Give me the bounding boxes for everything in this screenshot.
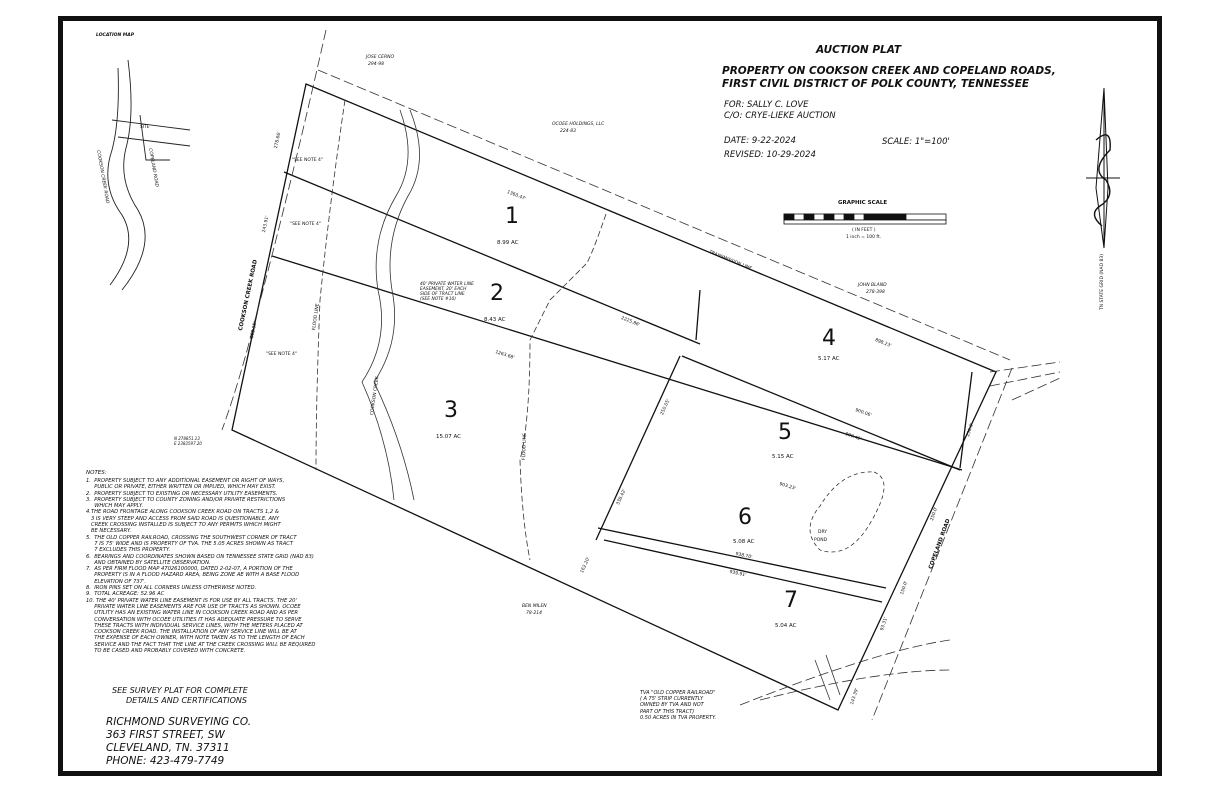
dry-pond (809, 471, 885, 553)
corner-coordinates: N 278851.13 E 2383597.20 (174, 436, 202, 446)
note-line: THE EXPENSE OF EACH OWNER, WITH NOTE TAK… (86, 635, 305, 642)
tract-number: 3 (444, 398, 458, 423)
tract-acres: 8.99 AC (497, 240, 519, 246)
flood-line-west (315, 99, 346, 471)
property-boundary (231, 83, 997, 711)
note-line: PRIVATE WATER LINE EASEMENTS ARE FOR USE… (86, 603, 301, 610)
note-line: ELEVATION OF 737'. (86, 578, 147, 585)
note-line: 6. BEARINGS AND COORDINATES SHOWN BASED … (86, 553, 314, 560)
note-line: 7. AS PER FIRM FLOOD MAP 47026100000, DA… (86, 566, 293, 573)
neighbor-ocoee-ref: 224-83 (560, 129, 576, 134)
neighbor-jose-cerno-ref: 294-98 (368, 62, 384, 67)
tract-acres: 5.15 AC (772, 454, 794, 460)
tract-number: 6 (738, 505, 752, 530)
note-line: CREEK CROSSING INSTALLED IS SUBJECT TO A… (86, 522, 281, 529)
tract-acres: 5.08 AC (733, 539, 755, 545)
note-line: THESE TRACTS WITH INDIVIDUAL SERVICE LIN… (86, 622, 303, 629)
neighbor-john-bland-ref: 278-398 (866, 290, 885, 295)
note-line: 2. PROPERTY SUBJECT TO EXISTING OR NECES… (86, 490, 278, 497)
plat-title: AUCTION PLAT (816, 44, 901, 56)
tract-acres: 5.17 AC (818, 356, 840, 362)
note-line: 1. PROPERTY SUBJECT TO ANY ADDITIONAL EA… (86, 478, 285, 484)
tract-number: 1 (505, 204, 519, 229)
surveyor-phone: PHONE: 423-479-7749 (106, 755, 225, 767)
graphic-scale-unit: ( IN FEET ) (852, 228, 876, 233)
north-arrow (1086, 87, 1120, 249)
neighbor-jose-cerno: JOSE CERNO (366, 55, 395, 60)
surveyor-city: CLEVELAND, TN. 37311 (106, 742, 230, 754)
location-map-label: LOCATION MAP (96, 33, 135, 38)
date-line: DATE: 9-22-2024 (724, 136, 796, 146)
neighbor-ben-milen: BEN MILEN (522, 604, 547, 609)
care-of-line: C/O: CRYE-LIEKE AUCTION (724, 111, 836, 121)
cookson-creek (361, 109, 409, 501)
dry-pond-label: DRY (818, 530, 828, 535)
location-map (107, 59, 191, 291)
note-line: 8. IRON PINS SET ON ALL CORNERS UNLESS O… (86, 585, 257, 592)
see-note-label: "SEE NOTE 4" (292, 158, 323, 163)
tract-number: 2 (490, 281, 504, 306)
see-note-label: "SEE NOTE 4" (290, 222, 321, 227)
surveyor-street: 363 FIRST STREET, SW (106, 729, 225, 741)
property-line-1: PROPERTY ON COOKSON CREEK AND COPELAND R… (722, 65, 1056, 77)
notes-title: NOTES: (86, 470, 107, 476)
note-line: 4.THE ROAD FRONTAGE ALONG COOKSON CREEK … (86, 509, 279, 516)
survey-note-line-1: SEE SURVEY PLAT FOR COMPLETE (112, 686, 248, 695)
tract-number: 4 (822, 326, 836, 351)
see-note-label: "SEE NOTE 4" (266, 352, 297, 357)
note-line: SERVICE AND THE FACT THAT THE LINE AT TH… (86, 641, 316, 648)
note-line: TO BE CASED AND PROBABLY COVERED WITH CO… (86, 648, 246, 655)
note-line: PROPERTY IS IN A FLOOD HAZARD AREA, BEIN… (86, 572, 300, 579)
note-line: 10. THE 40' PRIVATE WATER LINE EASEMENT … (86, 597, 297, 604)
location-map-site: SITE (140, 125, 150, 130)
survey-note-line-2: DETAILS AND CERTIFICATIONS (126, 696, 247, 705)
tract-acres: 15.07 AC (436, 434, 461, 440)
tract-number: 5 (778, 420, 792, 445)
client-line: FOR: SALLY C. LOVE (724, 100, 809, 110)
surveyor-name: RICHMOND SURVEYING CO. (106, 716, 252, 728)
note-line: AND OBTAINED BY SATELLITE OBSERVATION. (86, 559, 211, 566)
note-line: 3 IS VERY STEEP AND ACCESS FROM SAID ROA… (86, 515, 280, 522)
neighbor-ocoee: OCOEE HOLDINGS, LLC (552, 122, 605, 127)
neighbor-john-bland: JOHN BLAND (858, 283, 887, 288)
plat-border (58, 16, 1162, 776)
note-line: COOKSON CREEK ROAD. THE INSTALLATION OF … (86, 629, 297, 636)
note-line: UTILITY HAS AN EXISTING WATER LINE IN CO… (86, 610, 298, 617)
tract-acres: 8.43 AC (484, 317, 506, 323)
cookson-road-line (221, 29, 327, 431)
note-line: 9. TOTAL ACREAGE: 52.96 AC (86, 591, 165, 598)
transmission-line (317, 69, 1011, 361)
note-line: CONVERSATION WITH OCOEE UTILITIES IT HAS… (86, 616, 302, 623)
scale-line: SCALE: 1"=100' (882, 137, 950, 147)
dry-pond-label-2: POND (814, 538, 828, 543)
graphic-scale-title: GRAPHIC SCALE (838, 200, 888, 206)
flood-line-east (519, 213, 607, 561)
tract-acres: 5.04 AC (775, 623, 797, 629)
notes-list: 1. PROPERTY SUBJECT TO ANY ADDITIONAL EA… (86, 478, 315, 654)
note-line: 5. THE OLD COPPER RAILROAD, CROSSING THE… (86, 534, 297, 541)
note-line: WHICH MAY APPLY. (86, 503, 144, 510)
property-line-2: FIRST CIVIL DISTRICT OF POLK COUNTY, TEN… (722, 78, 1030, 90)
graphic-scale-bar (783, 213, 947, 225)
note-line: 7 EXCLUDES THIS PROPERTY. (86, 547, 171, 554)
revised-line: REVISED: 10-29-2024 (724, 150, 816, 160)
copeland-road-line (871, 367, 1013, 721)
neighbor-ben-milen-ref: 78-214 (526, 611, 542, 616)
north-grid-label: TN STATE GRID (NAD 83) (1100, 254, 1105, 310)
note-line: 7 IS 75' WIDE AND IS PROPERTY OF TVA. TH… (86, 540, 294, 547)
note-line: BE NECESSARY. (86, 528, 132, 535)
railroad-note: TVA "OLD COPPER RAILROAD" ( A 75' STRIP … (640, 690, 717, 721)
easement-note: 40' PRIVATE WATER LINE EASEMENT, 20' EAC… (420, 282, 474, 302)
graphic-scale-ratio: 1 inch = 100 ft. (846, 235, 882, 240)
note-line: PUBLIC OR PRIVATE, EITHER WRITTEN OR IMP… (86, 484, 276, 491)
flood-line-label: FLOOD LINE (522, 433, 528, 461)
note-line: 3. PROPERTY SUBJECT TO COUNTY ZONING AND… (86, 496, 286, 503)
tract-number: 7 (784, 588, 798, 613)
